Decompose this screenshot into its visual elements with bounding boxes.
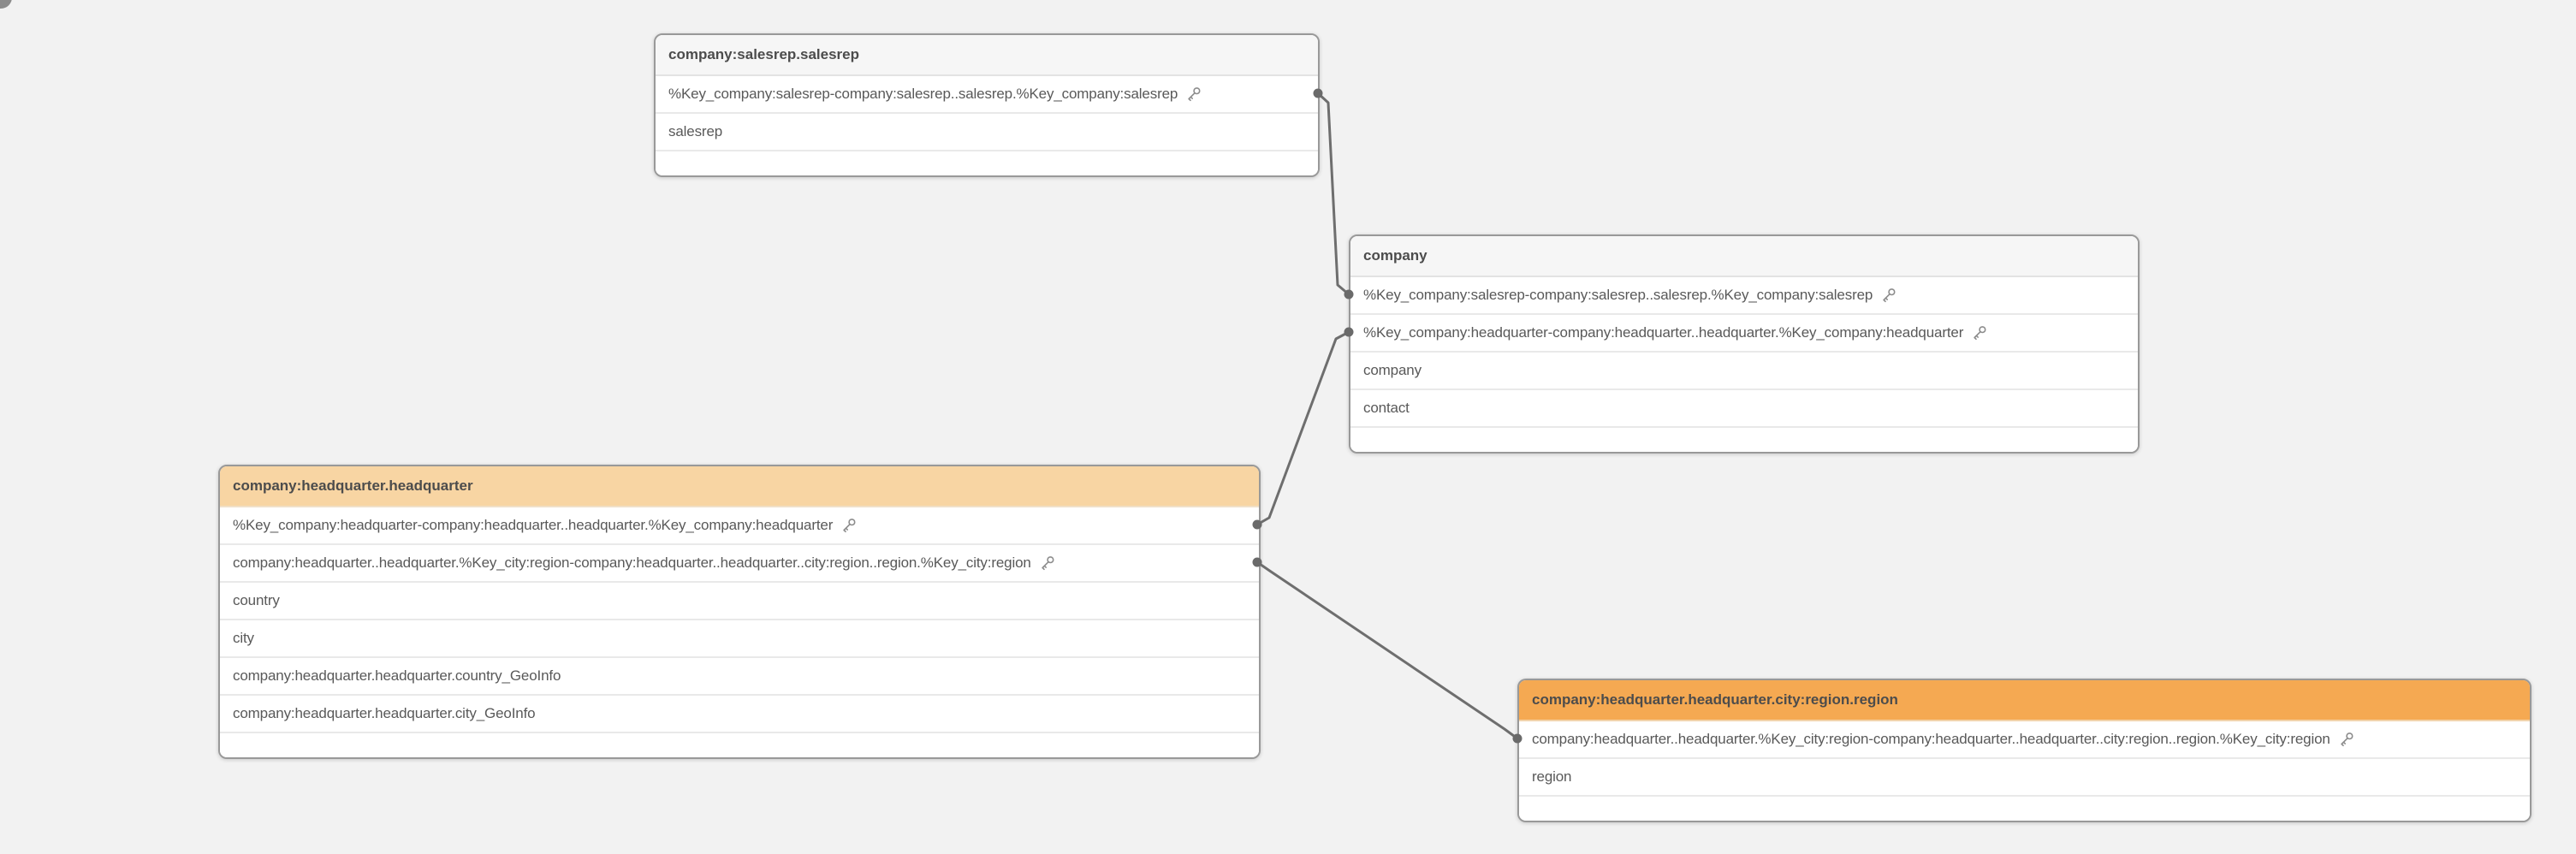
key-icon: [2341, 732, 2353, 747]
field-name: salesrep: [668, 123, 723, 139]
field-row[interactable]: company:headquarter..headquarter.%Key_ci…: [1519, 721, 2530, 759]
table-title: company:headquarter.headquarter: [233, 477, 473, 494]
table-header[interactable]: company: [1350, 236, 2138, 277]
table-company-headquarter-headquarter[interactable]: company:headquarter.headquarter %Key_com…: [218, 465, 1261, 759]
field-row[interactable]: %Key_company:salesrep-company:salesrep..…: [656, 76, 1318, 114]
field-row[interactable]: country: [220, 583, 1259, 620]
table-title: company:salesrep.salesrep: [668, 46, 860, 62]
field-row[interactable]: %Key_company:salesrep-company:salesrep..…: [1350, 277, 2138, 315]
connector-headquarter-region: [1255, 560, 1519, 740]
field-row[interactable]: company:headquarter.headquarter.city_Geo…: [220, 696, 1259, 733]
field-name: %Key_company:headquarter-company:headqua…: [1363, 324, 1964, 341]
field-row[interactable]: %Key_company:headquarter-company:headqua…: [220, 507, 1259, 545]
stray-node-dot: [0, 0, 12, 9]
table-footer-spacer: [656, 151, 1318, 175]
field-name: company:headquarter.headquarter.city_Geo…: [233, 705, 536, 721]
field-name: %Key_company:headquarter-company:headqua…: [233, 517, 834, 533]
field-rows: %Key_company:headquarter-company:headqua…: [220, 507, 1259, 733]
field-name: company:headquarter.headquarter.country_…: [233, 667, 561, 684]
table-company-salesrep-salesrep[interactable]: company:salesrep.salesrep %Key_company:s…: [654, 33, 1320, 177]
field-name: country: [233, 592, 280, 608]
table-header[interactable]: company:headquarter.headquarter.city:reg…: [1519, 680, 2530, 721]
field-rows: company:headquarter..headquarter.%Key_ci…: [1519, 721, 2530, 797]
key-icon: [843, 519, 856, 533]
field-row[interactable]: contact: [1350, 390, 2138, 428]
table-company[interactable]: company %Key_company:salesrep-company:sa…: [1349, 234, 2140, 454]
field-row[interactable]: %Key_company:headquarter-company:headqua…: [1350, 315, 2138, 353]
field-name: contact: [1363, 400, 1410, 416]
field-name: %Key_company:salesrep-company:salesrep..…: [668, 86, 1178, 102]
key-icon: [1883, 288, 1896, 303]
field-name: %Key_company:salesrep-company:salesrep..…: [1363, 287, 1873, 303]
table-footer-spacer: [220, 733, 1259, 757]
table-footer-spacer: [1350, 428, 2138, 452]
table-title: company:headquarter.headquarter.city:reg…: [1532, 691, 1898, 708]
field-rows: %Key_company:salesrep-company:salesrep..…: [1350, 277, 2138, 428]
field-name: company: [1363, 362, 1422, 378]
field-name: region: [1532, 768, 1572, 785]
field-name: company:headquarter..headquarter.%Key_ci…: [233, 555, 1031, 571]
field-name: company:headquarter..headquarter.%Key_ci…: [1532, 731, 2330, 747]
table-header[interactable]: company:salesrep.salesrep: [656, 35, 1318, 76]
field-row[interactable]: company:headquarter..headquarter.%Key_ci…: [220, 545, 1259, 583]
connector-salesrep-company: [1316, 92, 1350, 296]
field-name: city: [233, 630, 254, 646]
field-row[interactable]: city: [220, 620, 1259, 658]
field-row[interactable]: region: [1519, 759, 2530, 797]
table-company-headquarter-city-region-region[interactable]: company:headquarter.headquarter.city:reg…: [1517, 679, 2531, 822]
field-row[interactable]: company: [1350, 353, 2138, 390]
table-footer-spacer: [1519, 797, 2530, 821]
table-title: company: [1363, 247, 1427, 264]
field-row[interactable]: salesrep: [656, 114, 1318, 151]
field-rows: %Key_company:salesrep-company:salesrep..…: [656, 76, 1318, 151]
table-header[interactable]: company:headquarter.headquarter: [220, 466, 1259, 507]
field-row[interactable]: company:headquarter.headquarter.country_…: [220, 658, 1259, 696]
key-icon: [1974, 326, 1986, 341]
key-icon: [1188, 87, 1201, 102]
connector-company-headquarter: [1255, 330, 1350, 526]
key-icon: [1042, 556, 1054, 571]
